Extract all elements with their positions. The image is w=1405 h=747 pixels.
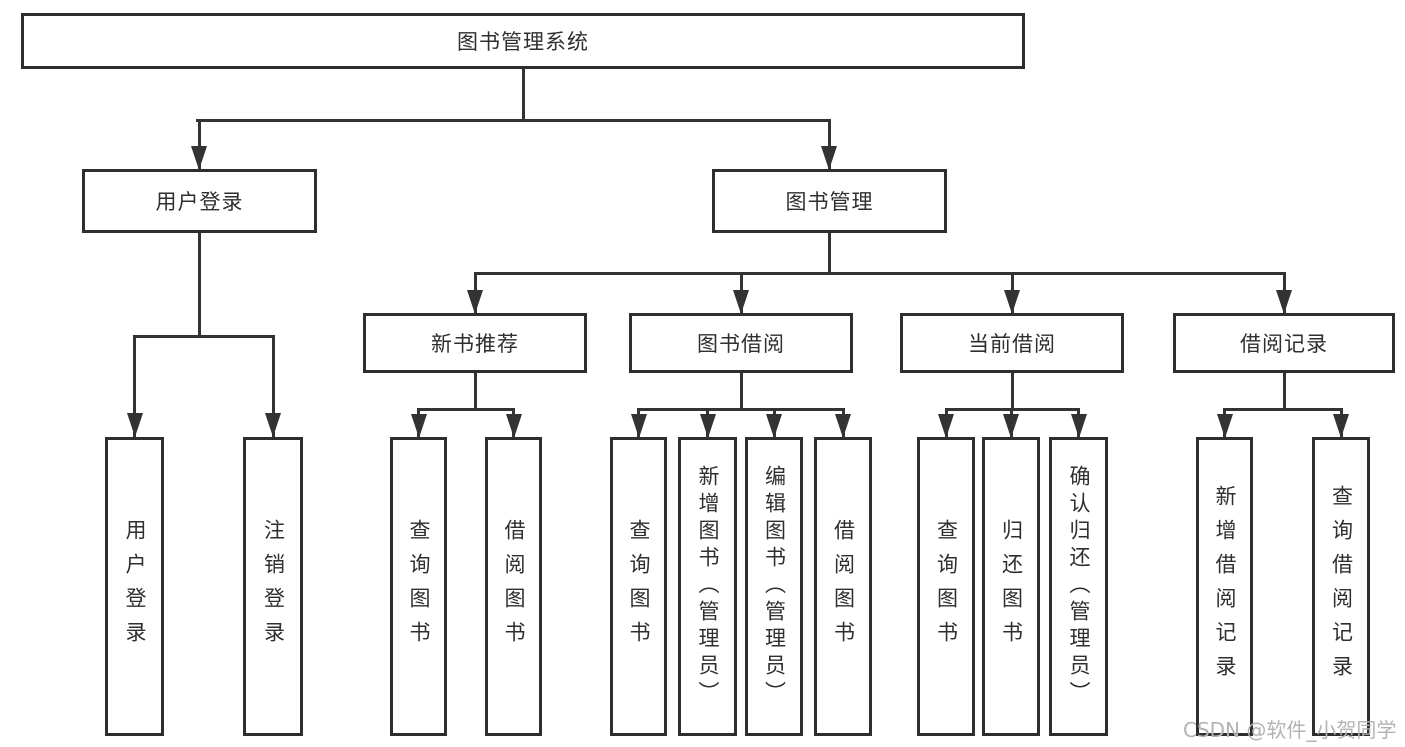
leaf-return-book-label: 归还图书 — [999, 518, 1024, 655]
leaf-return-book: 归还图书 — [982, 437, 1040, 736]
arrow-to-book-management — [827, 118, 831, 170]
leaf-logout: 注销登录 — [243, 437, 303, 736]
connector-level2-branch — [196, 118, 831, 122]
node-book-borrow-label: 图书借阅 — [697, 332, 785, 356]
arrow-to-leaf-confirm-return-admin — [1077, 407, 1080, 438]
leaf-query-borrow-record-label: 查询借阅记录 — [1329, 484, 1354, 689]
arrow-to-book-borrow — [739, 271, 743, 314]
leaf-borrow-book-recommend: 借阅图书 — [485, 437, 542, 736]
connector-user-login-branch — [132, 335, 275, 338]
connector-book-management-stem — [827, 233, 831, 274]
node-root-label: 图书管理系统 — [457, 30, 589, 54]
arrow-to-leaf-borrow-book — [841, 407, 845, 438]
arrow-to-leaf-add-borrow-record — [1223, 407, 1226, 438]
arrow-to-leaf-query-book-recommend — [417, 407, 420, 438]
arrow-to-leaf-query-book-borrow — [637, 407, 640, 438]
leaf-borrow-book-label: 借阅图书 — [831, 518, 856, 655]
connector-new-book-recommend-branch — [417, 407, 515, 411]
arrow-to-borrow-records — [1282, 271, 1286, 314]
node-current-borrow-label: 当前借阅 — [968, 332, 1056, 356]
node-root: 图书管理系统 — [21, 13, 1025, 69]
leaf-user-login-label: 用户登录 — [123, 518, 147, 655]
arrow-to-user-login — [197, 118, 201, 170]
node-book-management-label: 图书管理 — [785, 190, 874, 214]
csdn-watermark: CSDN @软件_小贺同学 — [1183, 718, 1397, 742]
leaf-query-borrow-record: 查询借阅记录 — [1312, 437, 1370, 736]
leaf-edit-book-admin-label: 编辑图书（管理员） — [762, 465, 787, 708]
node-borrow-records-label: 借阅记录 — [1240, 332, 1328, 356]
connector-user-login-stem — [197, 233, 201, 337]
arrow-to-leaf-query-borrow-record — [1339, 407, 1343, 438]
leaf-borrow-book-recommend-label: 借阅图书 — [502, 518, 526, 655]
leaf-add-borrow-record-label: 新增借阅记录 — [1213, 484, 1237, 689]
leaf-add-borrow-record: 新增借阅记录 — [1196, 437, 1253, 736]
node-book-management: 图书管理 — [712, 169, 947, 233]
node-new-book-recommend: 新书推荐 — [363, 313, 587, 373]
node-book-borrow: 图书借阅 — [629, 313, 853, 373]
arrow-to-leaf-return-book — [1009, 407, 1013, 438]
connector-level3-branch — [473, 271, 1286, 275]
leaf-query-book-recommend: 查询图书 — [390, 437, 447, 736]
connector-book-borrow-stem — [739, 373, 743, 410]
leaf-borrow-book: 借阅图书 — [814, 437, 872, 736]
node-new-book-recommend-label: 新书推荐 — [431, 332, 519, 356]
connector-new-book-recommend-stem — [473, 373, 477, 410]
arrow-to-leaf-edit-book-admin — [772, 407, 776, 438]
node-borrow-records: 借阅记录 — [1173, 313, 1395, 373]
arrow-to-current-borrow — [1010, 271, 1014, 314]
arrow-to-leaf-logout — [271, 335, 275, 437]
arrow-to-leaf-borrow-book-recommend — [512, 407, 515, 438]
leaf-add-book-admin-label: 新增图书（管理员） — [696, 465, 720, 708]
node-user-login-label: 用户登录 — [155, 190, 244, 214]
arrow-to-leaf-add-book-admin — [706, 407, 709, 438]
leaf-logout-label: 注销登录 — [261, 518, 286, 655]
leaf-edit-book-admin: 编辑图书（管理员） — [745, 437, 803, 736]
leaf-query-book-borrow-label: 查询图书 — [627, 518, 651, 655]
arrow-to-leaf-query-book-current — [944, 407, 948, 438]
connector-borrow-records-branch — [1223, 407, 1343, 411]
node-user-login: 用户登录 — [82, 169, 317, 233]
leaf-user-login: 用户登录 — [105, 437, 164, 736]
node-current-borrow: 当前借阅 — [900, 313, 1124, 373]
leaf-query-book-current: 查询图书 — [917, 437, 975, 736]
leaf-query-book-current-label: 查询图书 — [934, 518, 959, 655]
connector-borrow-records-stem — [1282, 373, 1286, 410]
connector-current-borrow-stem — [1010, 373, 1014, 410]
leaf-add-book-admin: 新增图书（管理员） — [678, 437, 737, 736]
leaf-confirm-return-admin: 确认归还（管理员） — [1049, 437, 1108, 736]
connector-root-stem — [521, 69, 525, 120]
arrow-to-new-book-recommend — [473, 271, 477, 314]
leaf-query-book-borrow: 查询图书 — [610, 437, 667, 736]
leaf-query-book-recommend-label: 查询图书 — [407, 518, 431, 655]
connector-book-borrow-branch — [637, 407, 843, 411]
arrow-to-leaf-user-login — [133, 335, 136, 437]
leaf-confirm-return-admin-label: 确认归还（管理员） — [1067, 465, 1091, 708]
